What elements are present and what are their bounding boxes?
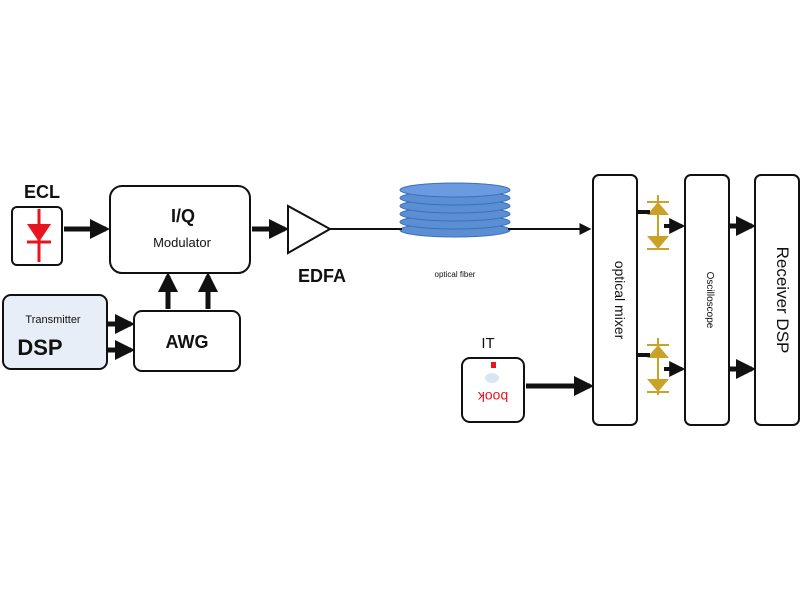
photodiode-icon [647, 338, 669, 395]
transmitter-dsp-small-label: Transmitter [25, 314, 81, 326]
oscilloscope-block: Oscilloscope [684, 174, 730, 426]
awg-label: AWG [166, 332, 209, 352]
fiber-spool-icon [399, 182, 511, 238]
iq-modulator-subtitle: Modulator [153, 235, 211, 250]
awg-block: AWG [133, 310, 241, 372]
iq-modulator-block: I/Q Modulator [109, 185, 251, 274]
photodiode-icon [647, 195, 669, 250]
optical-mixer-label: optical mixer [612, 261, 628, 340]
optical-mixer-block: optical mixer [592, 174, 638, 426]
receiver-dsp-label: Receiver DSP [773, 247, 792, 354]
oscilloscope-label: Oscilloscope [704, 272, 715, 329]
lo-label: IT [481, 335, 494, 352]
transmitter-dsp-large-label: DSP [17, 335, 62, 360]
transmitter-dsp-block: Transmitter DSP [2, 294, 108, 370]
receiver-dsp-block: Receiver DSP [754, 174, 800, 426]
optical-fiber-label: optical fiber [435, 270, 476, 279]
lo-text: book [477, 389, 508, 405]
laser-diode-icon [27, 209, 51, 262]
edfa-label: EDFA [298, 266, 346, 286]
ecl-block [11, 206, 63, 266]
iq-modulator-title: I/Q [171, 206, 195, 226]
ecl-label: ECL [24, 182, 60, 202]
connection-arrows [64, 210, 756, 396]
local-oscillator-block: book [461, 357, 525, 423]
edfa-amplifier-icon [287, 204, 333, 255]
